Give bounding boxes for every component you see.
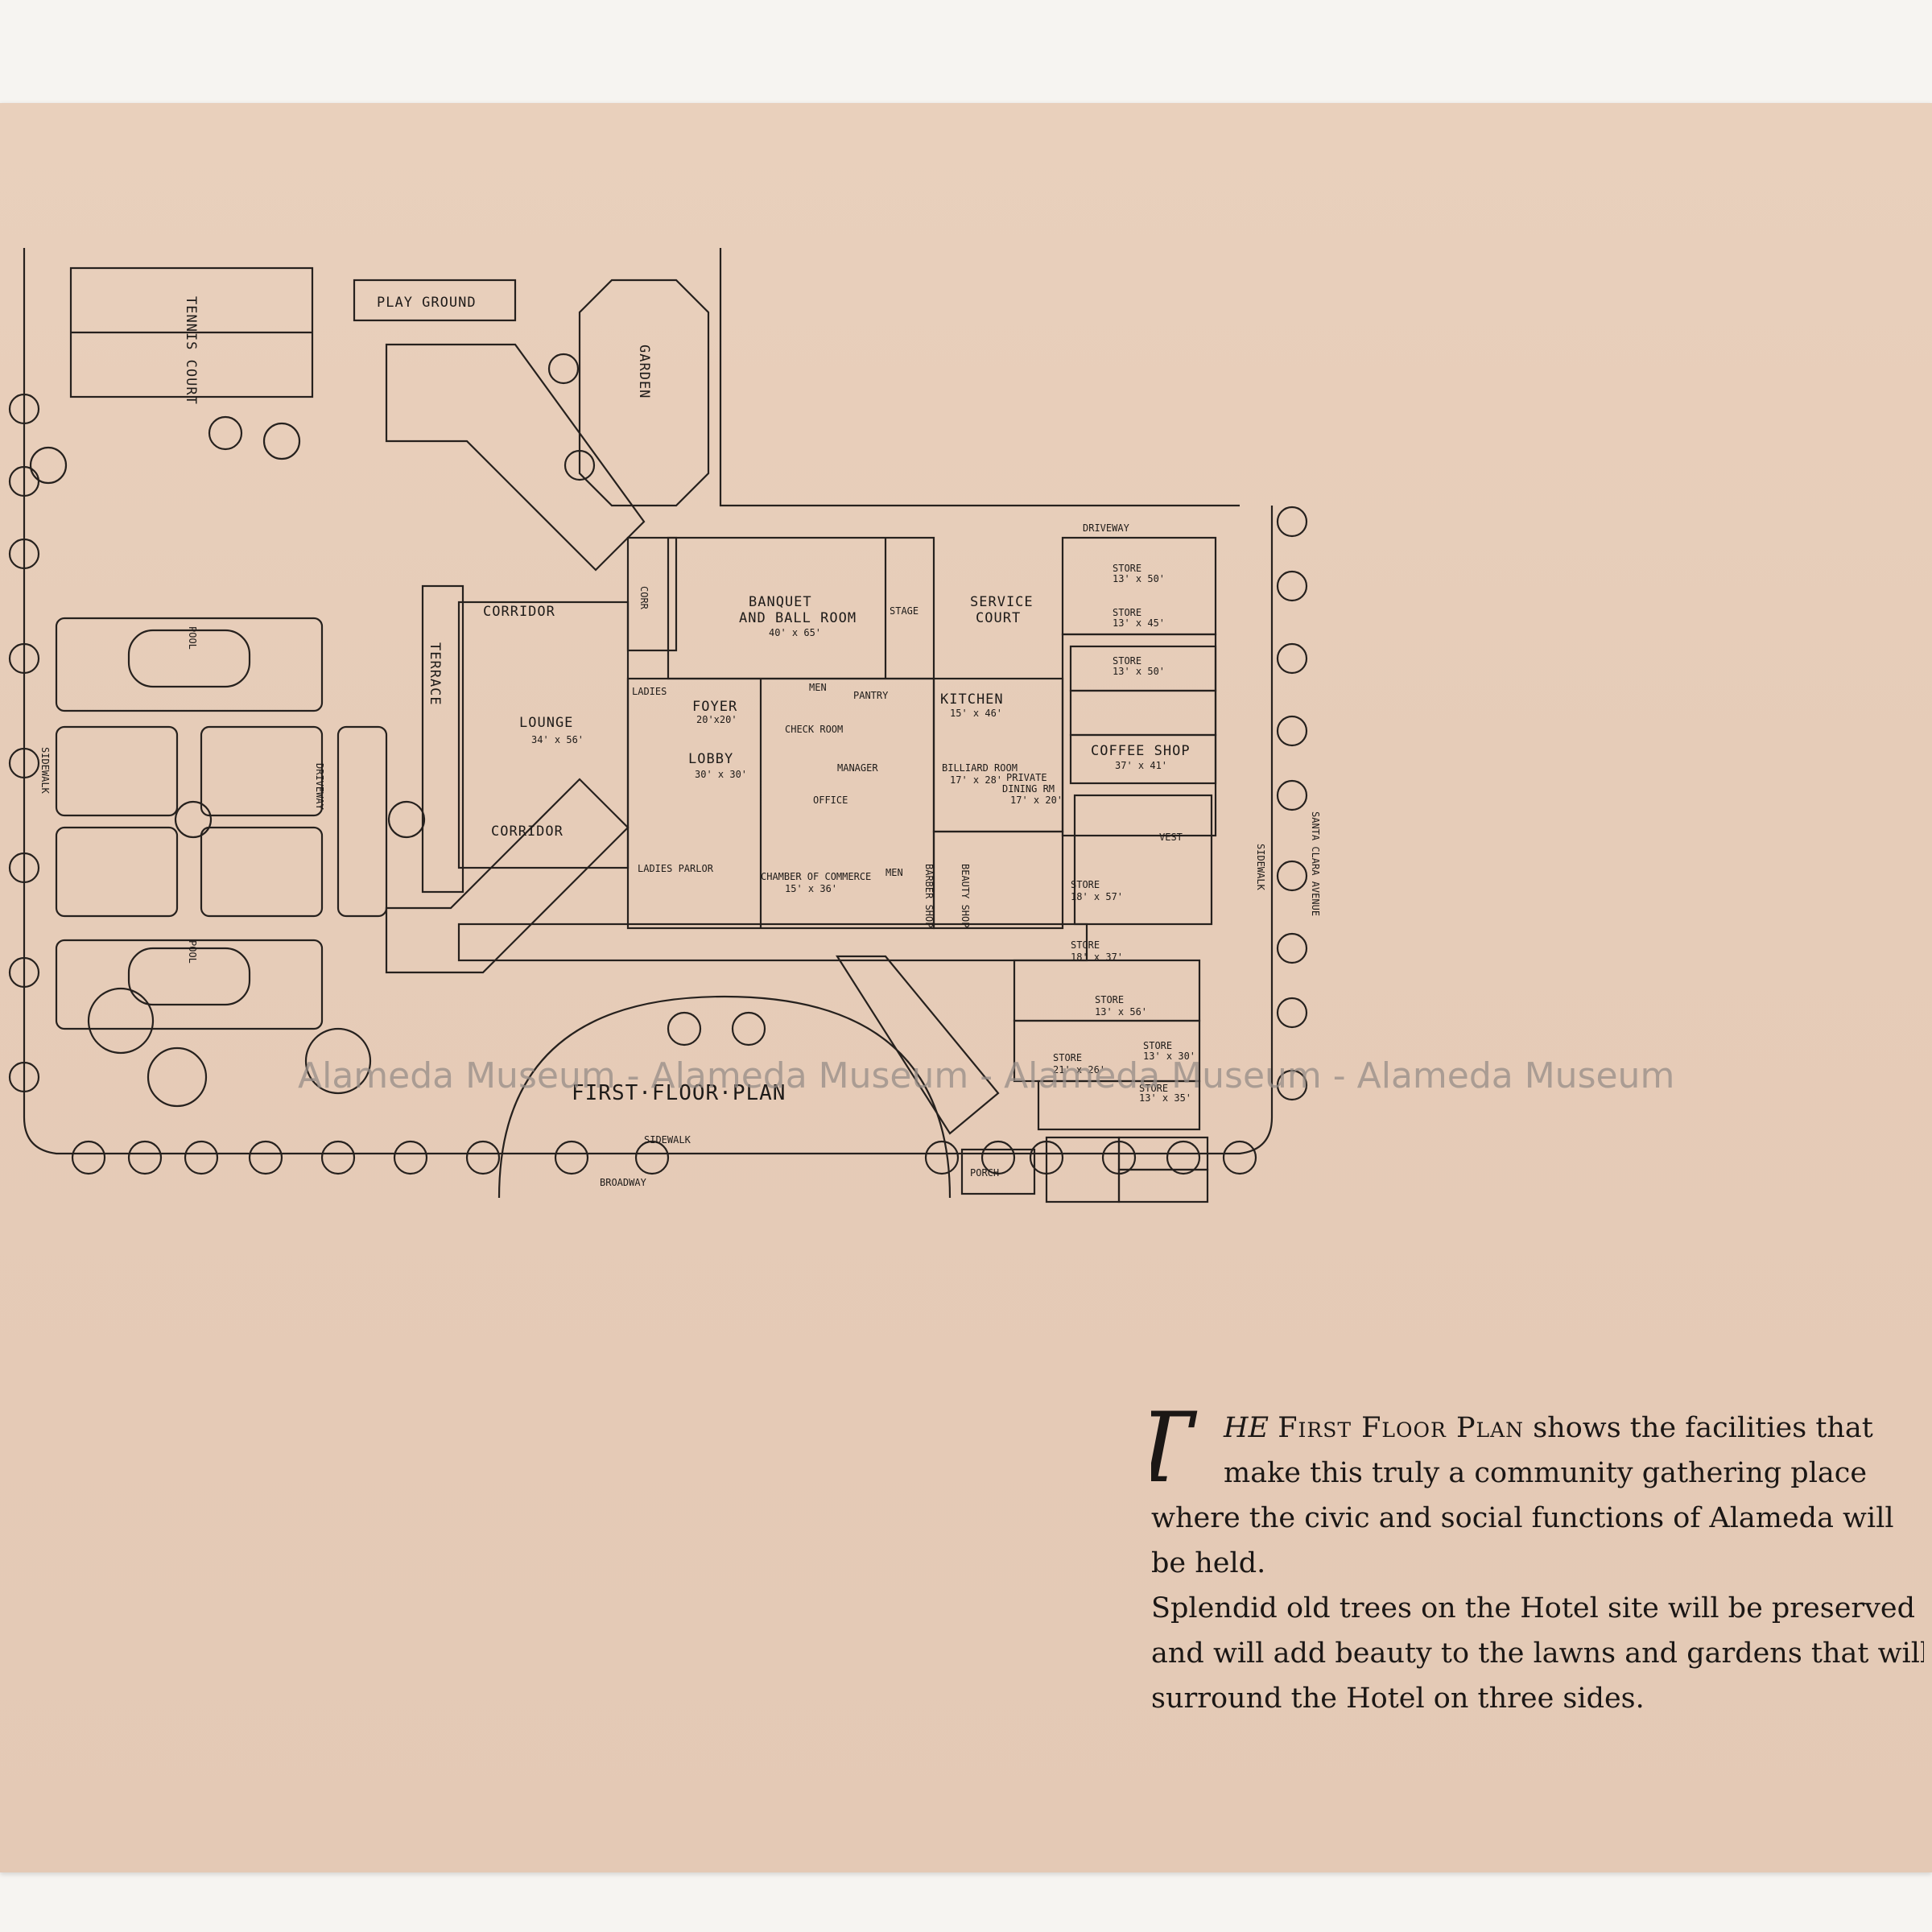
private-dim: 17' x 20' — [1010, 795, 1063, 806]
chamber-dim: 15' x 36' — [785, 883, 837, 894]
broadway-label: BROADWAY — [600, 1177, 647, 1188]
garden-label: GARDEN — [636, 345, 652, 398]
pantry-label: PANTRY — [853, 690, 889, 701]
description-text: T HE First Floor Plan shows the faciliti… — [1151, 1406, 1924, 1744]
corr-label: CORR — [638, 586, 650, 610]
court-label: COURT — [976, 610, 1021, 626]
coffee-shop-outline — [1073, 794, 1213, 926]
store-9-dim: 13' x 35' — [1139, 1092, 1191, 1104]
store-8-label: STORE — [1143, 1040, 1172, 1051]
description-line-2: make this truly a community gathering pl… — [1224, 1457, 1868, 1489]
corridor-bottom-label: CORRIDOR — [491, 824, 564, 840]
store-6-dim: 13' x 56' — [1095, 1006, 1147, 1018]
pool-bottom-label: POOL — [187, 940, 198, 964]
store-1-label: STORE — [1113, 563, 1141, 574]
manager-label: MANAGER — [837, 762, 878, 774]
description-line-5: Splendid old trees on the Hotel site wil… — [1151, 1592, 1916, 1624]
tennis-court-label: TENNIS COURT — [183, 296, 199, 405]
porch-label: PORCH — [970, 1167, 999, 1179]
store-8-dim: 13' x 30' — [1143, 1051, 1195, 1062]
store-9-label: STORE — [1139, 1083, 1168, 1094]
first-floor-plan-drawing: TENNIS COURT PLAY GROUND GARDEN CORRIDOR… — [0, 103, 1368, 1230]
foyer-dim: 20'x20' — [696, 714, 737, 725]
pool-top-label: POOL — [187, 626, 198, 650]
billiard-label: BILLIARD ROOM — [942, 762, 1018, 774]
playground-label: PLAY GROUND — [377, 295, 477, 311]
kitchen-label: KITCHEN — [940, 691, 1004, 708]
service-label: SERVICE — [970, 594, 1034, 610]
store-3-label: STORE — [1113, 655, 1141, 667]
lobby-block-outline — [626, 677, 935, 930]
store-3-dim: 13' x 50' — [1113, 666, 1165, 677]
check-room-label: CHECK ROOM — [785, 724, 843, 735]
dining-label: DINING RM — [1002, 783, 1055, 795]
stage-label: STAGE — [890, 605, 919, 617]
ladies-label: LADIES — [632, 686, 667, 697]
foyer-label: FOYER — [692, 699, 737, 715]
store-4-dim: 18' x 57' — [1071, 891, 1123, 902]
store-4-label: STORE — [1071, 879, 1100, 890]
corridor-top-label: CORRIDOR — [483, 604, 555, 620]
description-line-6: and will add beauty to the lawns and gar… — [1151, 1637, 1924, 1670]
kitchen-dim: 15' x 46' — [950, 708, 1002, 719]
sidewalk-right-label: SIDEWALK — [1255, 844, 1266, 891]
store-2-label: STORE — [1113, 607, 1141, 618]
brochure-sheet: TENNIS COURT PLAY GROUND GARDEN CORRIDOR… — [0, 103, 1932, 1872]
store-5-label: STORE — [1071, 939, 1100, 951]
lobby-dim: 30' x 30' — [695, 769, 747, 780]
lounge-dim: 34' x 56' — [531, 734, 584, 745]
coffee-shop-dim: 37' x 41' — [1115, 760, 1167, 771]
ladies-parlor-label: LADIES PARLOR — [638, 863, 714, 874]
store-6-label: STORE — [1095, 994, 1124, 1005]
beauty-shop-label: BEAUTY SHOP — [960, 864, 971, 927]
description-line-4: be held. — [1151, 1547, 1266, 1579]
driveway-left-label: DRIVEWAY — [314, 763, 325, 811]
lobby-label: LOBBY — [688, 751, 733, 767]
banquet-label: BANQUET — [749, 594, 812, 610]
ballroom-label: AND BALL ROOM — [739, 610, 857, 626]
watermark-text: Alameda Museum - Alameda Museum - Alamed… — [298, 1055, 1675, 1096]
vest-label: VEST — [1159, 832, 1183, 843]
men-2-label: MEN — [886, 867, 903, 878]
barber-shop-label: BARBER SHOP — [923, 864, 935, 927]
north-wing-outline — [385, 343, 646, 572]
store-5-dim: 18' x 37' — [1071, 952, 1123, 963]
garden-outline — [578, 279, 710, 507]
store-7-label: STORE — [1053, 1052, 1082, 1063]
private-label: PRIVATE — [1006, 772, 1047, 783]
coffee-shop-label: COFFEE SHOP — [1091, 743, 1191, 759]
driveway-top-label: DRIVEWAY — [1083, 522, 1130, 534]
sidewalk-bottom-label: SIDEWALK — [644, 1134, 691, 1146]
chamber-label: CHAMBER OF COMMERCE — [761, 871, 871, 882]
men-label: MEN — [809, 682, 827, 693]
store-1-dim: 13' x 50' — [1113, 573, 1165, 584]
sidewalk-left-label: SIDEWALK — [39, 747, 51, 795]
billiard-dim: 17' x 28' — [950, 774, 1002, 786]
drop-cap: T — [1151, 1406, 1191, 1497]
banquet-dim: 40' x 65' — [769, 627, 821, 638]
santa-clara-avenue-label: SANTA CLARA AVENUE — [1310, 811, 1321, 916]
store-7-dim: 21' x 26' — [1053, 1064, 1105, 1075]
description-line-7: surround the Hotel on three sides. — [1151, 1682, 1645, 1715]
plan-title: FIRST·FLOOR·PLAN — [572, 1081, 786, 1105]
description-line-1: HE First Floor Plan shows the facilities… — [1224, 1412, 1873, 1444]
description-paragraph: T HE First Floor Plan shows the faciliti… — [1151, 1406, 1924, 1586]
terrace-label: TERRACE — [427, 642, 443, 706]
office-label: OFFICE — [813, 795, 848, 806]
lounge-label: LOUNGE — [519, 715, 573, 731]
description-line-3: where the civic and social functions of … — [1151, 1502, 1894, 1534]
store-2-dim: 13' x 45' — [1113, 617, 1165, 629]
